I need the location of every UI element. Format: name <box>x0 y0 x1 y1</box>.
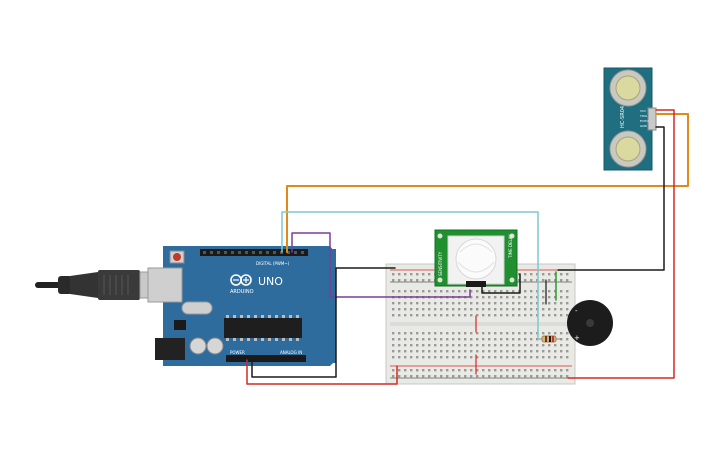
piezo-buzzer-icon: - + <box>567 300 613 346</box>
wire-black-gnd <box>251 267 396 378</box>
wire-black-pir <box>481 273 521 294</box>
svg-text:-: - <box>575 307 578 315</box>
arduino-brand-label: ARDUINO <box>230 289 254 295</box>
wires <box>246 109 689 385</box>
pir-motion-sensor: SENSITIVITY TIME DELAY <box>434 229 518 287</box>
arduino-model-label: UNO <box>258 275 283 288</box>
sonar-pin-echo: ECHO <box>640 119 649 123</box>
analog-header-label: ANALOG IN <box>280 350 302 355</box>
arduino-uno-board: DIGITAL (PWM~) POWER ANALOG IN UNO ARDUI… <box>147 246 336 366</box>
sonar-pin-trig: TRIG <box>639 114 648 118</box>
digital-header-label: DIGITAL (PWM~) <box>256 261 290 266</box>
sonar-model-label: HC-SR04 <box>620 106 626 128</box>
pir-time-delay-label: TIME DELAY <box>508 234 513 259</box>
sonar-pin-gnd: GND <box>640 124 648 128</box>
wire-red-sonar <box>567 109 675 379</box>
wire-orange <box>286 113 689 253</box>
pir-sensitivity-label: SENSITIVITY <box>438 251 443 276</box>
wire-black-sonar <box>557 126 665 271</box>
wire-cyan <box>281 211 539 340</box>
usb-cable-icon <box>35 270 167 300</box>
wire-red-power <box>246 359 398 385</box>
wire-purple <box>291 232 471 298</box>
sonar-pin-vcc: VCC <box>640 109 646 113</box>
resistor-icon <box>536 335 562 343</box>
svg-text:+: + <box>574 334 580 342</box>
arduino-logo-icon <box>230 274 252 286</box>
power-header-label: POWER <box>230 350 245 355</box>
ultrasonic-sensor: HC-SR04 VCC TRIG ECHO GND <box>603 67 657 171</box>
